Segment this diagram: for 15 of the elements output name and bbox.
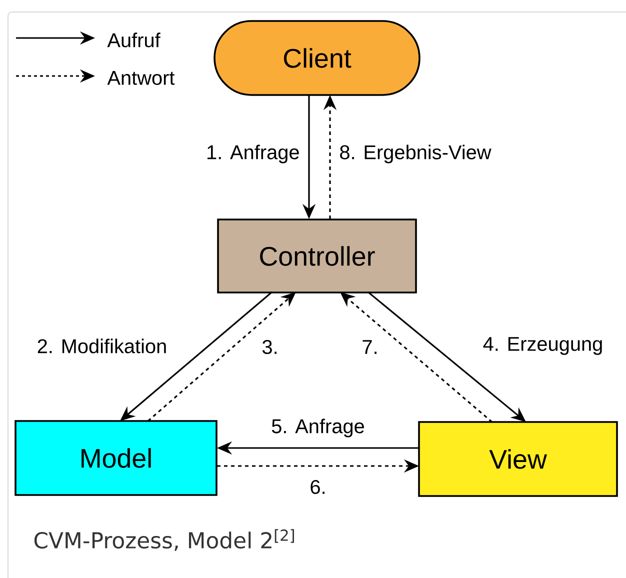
component-box: View xyxy=(418,421,618,497)
edge-label: 3. xyxy=(262,340,276,354)
client-box: Client xyxy=(214,20,420,96)
component-box: Model xyxy=(14,420,218,496)
edge-label: 6. xyxy=(310,480,324,494)
edge-label: 1. Anfrage xyxy=(208,144,299,164)
edge-label: 4. Erzeugung xyxy=(483,337,602,355)
legend-text: Antwort xyxy=(107,71,175,85)
edge-label: 8. Ergebnis-View xyxy=(340,144,492,164)
component-box: Controller xyxy=(217,218,417,294)
legend-text: Aufruf xyxy=(107,32,160,48)
caption: CVM-Prozess, Model 2$^{[2]}$ xyxy=(34,529,294,551)
edge-label: 2. Modifikation xyxy=(38,338,166,354)
edge-label: 5. Anfrage xyxy=(272,418,364,438)
edge-label: 7. xyxy=(362,340,376,354)
